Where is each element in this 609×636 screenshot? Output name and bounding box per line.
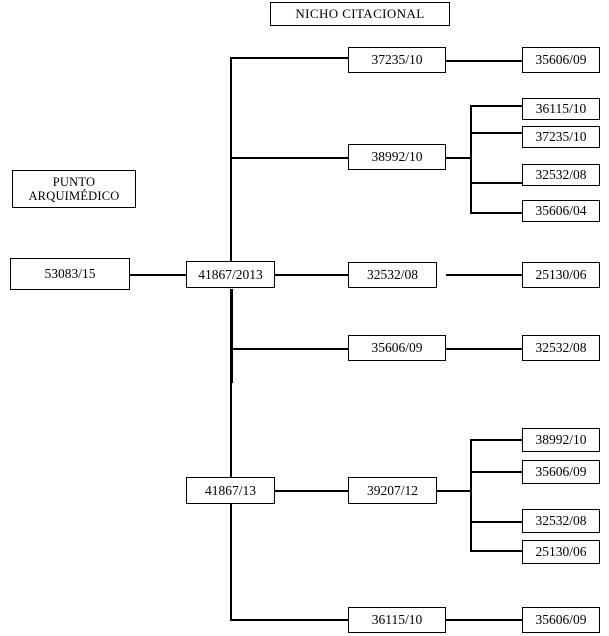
edge-b1-to-b1c1 xyxy=(446,60,522,62)
edge-fan5-to-b5c3 xyxy=(470,521,523,523)
node-b5c3-32532-08[interactable]: 32532/08 xyxy=(522,509,600,533)
edge-fan2-spine xyxy=(470,105,472,213)
node-b5c4-25130-06[interactable]: 25130/06 xyxy=(522,540,600,564)
node-hub1-41867-2013[interactable]: 41867/2013 xyxy=(186,261,275,288)
edge-fan5-spine xyxy=(470,439,472,551)
node-b1c1-35606-09[interactable]: 35606/09 xyxy=(522,47,600,73)
edge-trunk-to-b2 xyxy=(230,157,348,159)
edge-root-to-hub1 xyxy=(130,274,187,276)
node-b5-39207-12[interactable]: 39207/12 xyxy=(348,477,437,504)
edge-trunk-to-b1 xyxy=(230,57,348,59)
title-box-nicho-citacional: NICHO CITACIONAL xyxy=(270,2,450,26)
edge-fan2-to-b2c4 xyxy=(470,212,523,214)
edge-trunk-lower-thick xyxy=(230,289,233,383)
node-b3c1-25130-06[interactable]: 25130/06 xyxy=(522,262,600,288)
edge-b3-to-b3c1 xyxy=(446,274,522,276)
node-b2c4-35606-04[interactable]: 35606/04 xyxy=(522,200,600,222)
node-b4-35606-09[interactable]: 35606/09 xyxy=(348,335,446,361)
node-b5c1-38992-10[interactable]: 38992/10 xyxy=(522,428,600,452)
edge-fan2-to-b2c1 xyxy=(470,105,523,107)
node-root-53083-15[interactable]: 53083/15 xyxy=(10,258,130,290)
edge-b4-to-b4c1 xyxy=(446,348,522,350)
node-b2c1-36115-10[interactable]: 36115/10 xyxy=(522,98,600,120)
edge-trunk-upper xyxy=(230,57,232,262)
edge-fan5-to-b5c2 xyxy=(470,471,523,473)
edge-b5-to-fan xyxy=(437,490,471,492)
node-b1-37235-10[interactable]: 37235/10 xyxy=(348,47,446,73)
label-box-punto-arquimedico: PUNTO ARQUIMÉDICO xyxy=(12,170,136,208)
node-b2c3-32532-08[interactable]: 32532/08 xyxy=(522,164,600,186)
edge-b2-to-fan xyxy=(446,157,471,159)
node-b3-32532-08[interactable]: 32532/08 xyxy=(348,262,437,288)
edge-hub2-to-b5 xyxy=(275,490,348,492)
edge-hub1-to-b3 xyxy=(275,274,348,276)
edge-fan2-to-b2c2 xyxy=(470,132,523,134)
edge-trunk-to-b4 xyxy=(230,348,348,350)
edge-trunk-to-b6 xyxy=(230,619,348,621)
edge-fan2-to-b2c3 xyxy=(470,182,523,184)
edge-b6-to-b6c1 xyxy=(446,619,522,621)
node-b6-36115-10[interactable]: 36115/10 xyxy=(348,607,446,633)
node-b4c1-32532-08[interactable]: 32532/08 xyxy=(522,335,600,361)
edge-fan5-to-b5c4 xyxy=(470,550,523,552)
node-b2-38992-10[interactable]: 38992/10 xyxy=(348,144,446,170)
node-b5c2-35606-09[interactable]: 35606/09 xyxy=(522,460,600,484)
node-b2c2-37235-10[interactable]: 37235/10 xyxy=(522,126,600,148)
edge-fan5-to-b5c1 xyxy=(470,439,523,441)
node-hub2-41867-13[interactable]: 41867/13 xyxy=(186,477,275,504)
node-b6c1-35606-09[interactable]: 35606/09 xyxy=(522,607,600,633)
